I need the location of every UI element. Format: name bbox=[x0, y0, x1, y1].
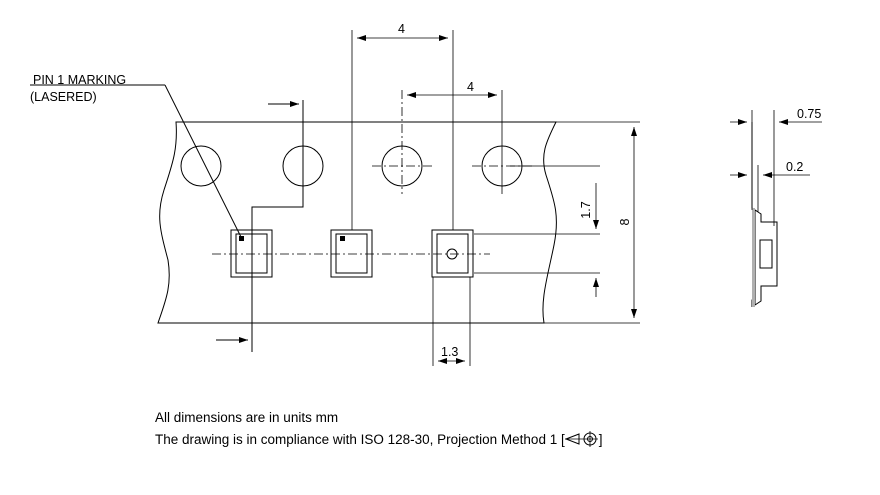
pocket bbox=[330, 229, 373, 278]
pocket-width-dim: 1.3 bbox=[441, 345, 458, 359]
pocket-hole bbox=[446, 248, 458, 260]
tape-side-view bbox=[751, 122, 778, 307]
units-note: All dimensions are in units mm bbox=[155, 410, 339, 425]
cover-thickness-dim: 0.2 bbox=[786, 160, 803, 174]
component bbox=[335, 233, 368, 274]
tape-width-dim: 8 bbox=[618, 218, 632, 225]
pin1-label: PIN 1 MARKING bbox=[33, 73, 126, 87]
pin1-dot bbox=[239, 236, 244, 241]
pin1-label-sub: (LASERED) bbox=[30, 90, 97, 104]
pin1-dot bbox=[340, 236, 345, 241]
carrier-tape-top-view bbox=[157, 90, 557, 324]
section-cut-line bbox=[216, 100, 304, 352]
compliance-text: The drawing is in compliance with ISO 12… bbox=[155, 432, 565, 447]
pin1-leader bbox=[30, 84, 242, 238]
tape-thickness-dim: 0.75 bbox=[797, 107, 821, 121]
cover-tape bbox=[752, 208, 755, 307]
pocket bbox=[431, 229, 474, 278]
compliance-note: The drawing is in compliance with ISO 12… bbox=[155, 431, 602, 447]
sprocket-hole bbox=[180, 145, 222, 187]
hole-pitch-dim: 4 bbox=[398, 22, 405, 36]
projection-symbol-icon bbox=[564, 431, 598, 447]
component bbox=[436, 233, 469, 274]
pocket-offset-dim: 1.7 bbox=[579, 201, 593, 218]
compliance-end: ] bbox=[598, 432, 603, 447]
pocket-pitch-dim: 4 bbox=[467, 80, 474, 94]
tape-outline bbox=[157, 121, 557, 324]
